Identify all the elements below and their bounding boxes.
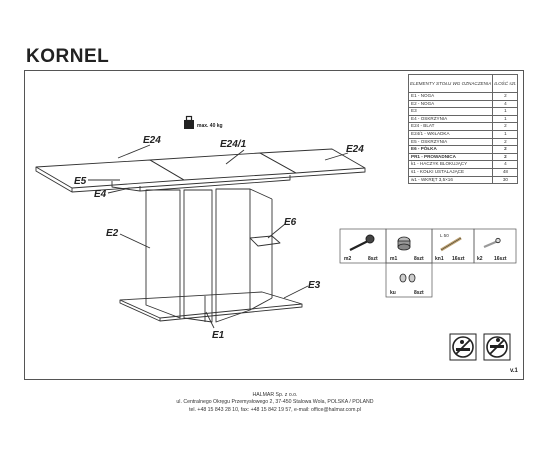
part-qty: 4 [492, 99, 519, 109]
dowel-icon [440, 236, 462, 252]
label-e5: E5 [74, 176, 87, 187]
part-qty: 1 [492, 114, 519, 124]
leg-panel-left [145, 189, 181, 319]
part-name: s1 - KOŁKI USTALAJĄCE [407, 167, 494, 177]
parts-table-header: ELEMENTY STOŁU WG OZNACZENIA ILOŚĆ szt. [407, 74, 519, 93]
part-qty: 2 [492, 92, 519, 101]
part-name: E4 - OSKRZYNIA [407, 114, 494, 124]
hardware-code-ku: ku [390, 290, 396, 296]
part-name: PR1 - PROWADNICA [407, 152, 494, 162]
leg-panel-right [215, 188, 251, 323]
hardware-qty-m2: 8szt [368, 256, 378, 262]
footer-company: HALMAR Sp. z o.o. [252, 392, 298, 398]
part-name: E24 - BLAT [407, 122, 494, 131]
part-qty: 2 [492, 137, 519, 147]
part-qty: 1 [492, 107, 519, 116]
cam-lock-icon [397, 236, 411, 251]
no-sitting-icon [483, 333, 511, 361]
part-qty: 2 [492, 152, 519, 162]
label-e24-right: E24 [346, 144, 364, 155]
hardware-code-m2: m2 [344, 256, 351, 262]
label-e1: E1 [212, 330, 225, 341]
part-name: k1 - HACZYK BLOKUJĄCY [407, 160, 494, 169]
shelf-panel [249, 235, 281, 247]
length-mark: L 50 [440, 233, 449, 238]
label-e24-left: E24 [143, 135, 161, 146]
product-title: KORNEL [26, 46, 110, 67]
cover-cap-icon [399, 273, 416, 283]
table-top-middle-panel [149, 152, 297, 181]
hardware-code-kn1: kn1 [435, 256, 444, 262]
version-label: v.1 [510, 368, 518, 374]
hardware-qty-k2: 16szt [494, 256, 507, 262]
part-name: E1 - NOGA [407, 92, 494, 101]
cam-bolt-icon [349, 234, 375, 251]
footer-address: ul. Centralnego Okręgu Przemysłowego 2, … [176, 399, 374, 406]
hardware-qty-m1: 8szt [414, 256, 424, 262]
label-e4: E4 [94, 189, 107, 200]
company-footer: HALMAR Sp. z o.o. ul. Centralnego Okręgu… [0, 392, 550, 414]
footer-contact: tel. +48 15 843 28 10, fax: +48 15 842 1… [189, 406, 361, 413]
part-name: E6 - PÓŁKA [407, 145, 494, 154]
part-qty: 30 [492, 175, 519, 185]
part-name: E5 - OSKRZYNIA [407, 137, 494, 147]
part-name: w1 - WKRĘT 3,5×16 [407, 175, 494, 185]
hardware-code-m1: m1 [390, 256, 397, 262]
part-name: E3 [407, 107, 494, 116]
base-plate [119, 291, 303, 319]
part-qty: 1 [492, 129, 519, 139]
part-qty: 2 [492, 122, 519, 131]
part-name: E24/1 - WKŁADKA [407, 129, 494, 139]
label-e2: E2 [106, 228, 119, 239]
label-e3: E3 [308, 280, 321, 291]
no-climbing-icon [449, 333, 477, 361]
hardware-qty-ku: 8szt [414, 290, 424, 296]
weight-icon [184, 115, 194, 129]
part-qty: 48 [492, 167, 519, 177]
part-qty: 2 [492, 145, 519, 154]
label-e24-middle: E24/1 [220, 139, 247, 150]
drawing-frame [24, 70, 524, 380]
part-name: E2 - NOGA [407, 99, 494, 109]
pin-icon [483, 237, 501, 249]
part-qty: 4 [492, 160, 519, 169]
label-e6: E6 [284, 217, 297, 228]
leg-panel-center [183, 189, 213, 323]
hardware-box-ku [385, 262, 433, 298]
hardware-box-k2 [473, 228, 517, 264]
weight-limit: max. 40 kg [197, 123, 223, 129]
parts-header-name: ELEMENTY STOŁU WG OZNACZENIA [407, 74, 494, 93]
hardware-qty-kn1: 16szt [452, 256, 465, 262]
hardware-code-k2: k2 [477, 256, 483, 262]
parts-header-qty: ILOŚĆ szt. [492, 74, 519, 93]
parts-list-table: ELEMENTY STOŁU WG OZNACZENIA ILOŚĆ szt. … [407, 74, 519, 185]
